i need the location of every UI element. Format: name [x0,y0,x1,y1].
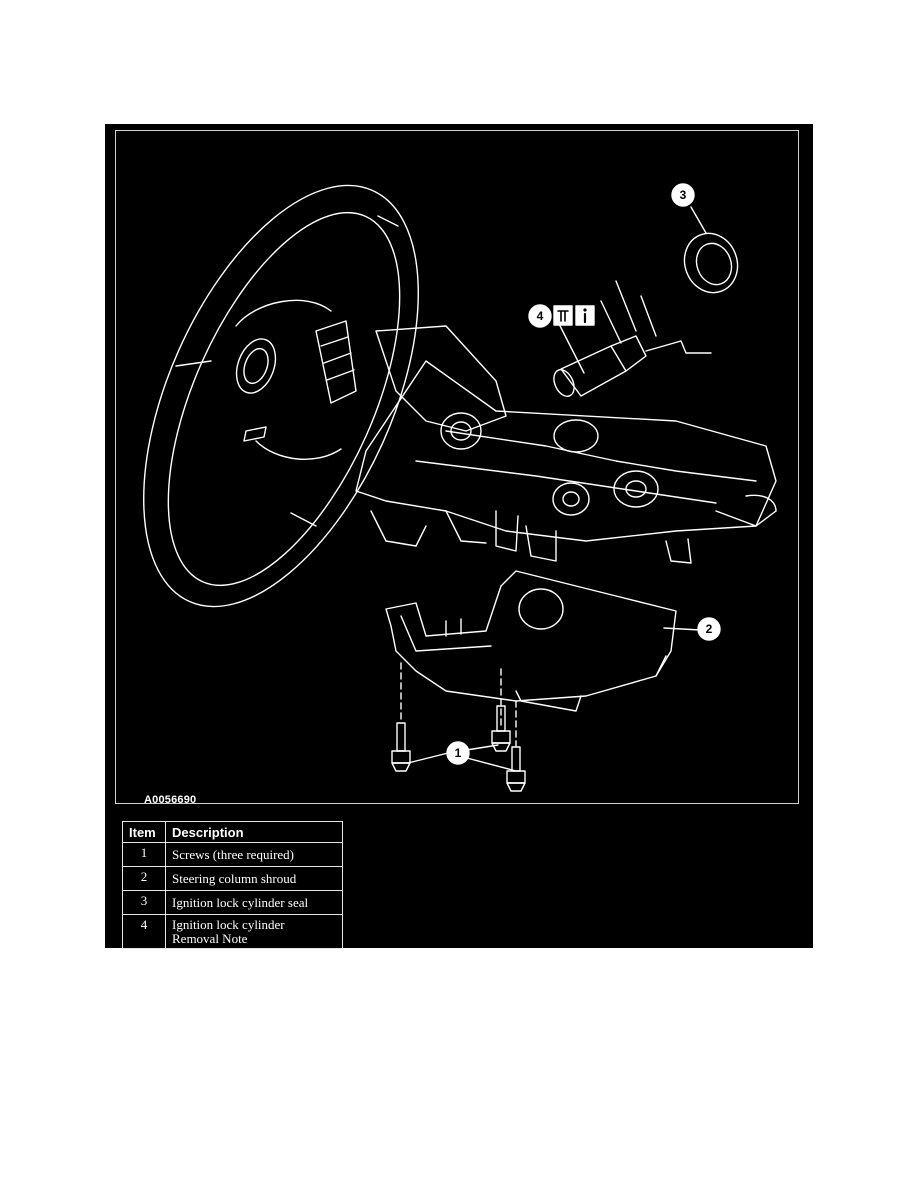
item-description: Ignition lock cylinder Removal Note [165,914,343,949]
callout-4-label: 4 [537,309,544,323]
illustration-frame: 3 4 2 1 [115,130,799,806]
description-column-header: Description [165,821,343,843]
steering-column-shroud [385,570,677,712]
table-row: 2 Steering column shroud [122,866,343,891]
item-number: 4 [122,914,166,949]
callout-2-label: 2 [706,622,713,636]
item-description: Screws (three required) [165,842,343,867]
screws [391,662,526,792]
item-description-table: Item Description 1 Screws (three require… [122,821,343,949]
steering-column-assembly [355,325,777,564]
screw-left [391,722,411,772]
item-description-line: Removal Note [172,930,248,946]
callout-3: 3 [671,183,695,207]
callout-2: 2 [697,617,721,641]
table-header-row: Item Description [122,821,343,843]
item-number: 1 [122,842,166,867]
item-description: Ignition lock cylinder seal [165,890,343,915]
figure-id-label: A0056690 [144,794,197,806]
item-number: 3 [122,890,166,915]
callout-4: 4 [528,304,595,328]
table-row: 3 Ignition lock cylinder seal [122,890,343,915]
steering-column-illustration: 3 4 2 1 [143,183,777,792]
item-description-line: Ignition lock cylinder [172,916,285,932]
table-row: 1 Screws (three required) [122,842,343,867]
steering-wheel [143,184,419,608]
tool-icon [553,305,573,326]
screw-right [506,746,526,792]
table-row: 4 Ignition lock cylinder Removal Note [122,914,343,949]
info-icon [575,305,595,326]
callout-1: 1 [446,741,470,765]
item-description: Steering column shroud [165,866,343,891]
exploded-view-figure: 3 4 2 1 [105,124,813,949]
callout-1-label: 1 [455,746,462,760]
screw-middle [491,705,511,752]
item-column-header: Item [122,821,166,843]
ignition-lock-cylinder-seal [683,232,739,294]
callout-3-label: 3 [680,188,687,202]
ignition-lock-cylinder [553,280,712,397]
item-number: 2 [122,866,166,891]
